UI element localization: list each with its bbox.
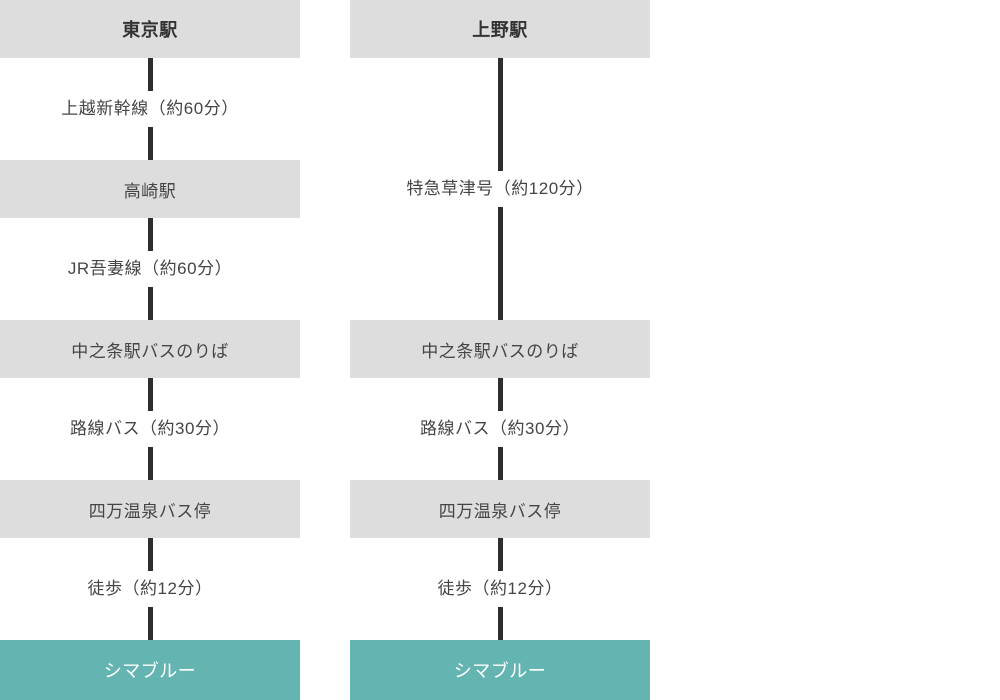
transit-label: 特急草津号（約120分） bbox=[406, 179, 594, 199]
connector-line bbox=[147, 446, 153, 480]
station-box: 四万温泉バス停 bbox=[350, 480, 650, 538]
station-box: 中之条駅バスのりば bbox=[350, 320, 650, 378]
connector-line bbox=[147, 126, 153, 160]
route-connector: 路線バス（約30分） bbox=[0, 378, 300, 480]
connector-line bbox=[147, 538, 153, 572]
connector-line bbox=[147, 286, 153, 320]
station-box: 東京駅 bbox=[0, 0, 300, 58]
transit-label: 徒歩（約12分） bbox=[87, 579, 213, 599]
connector-line bbox=[497, 606, 503, 640]
connector-line bbox=[147, 218, 153, 252]
connector-line bbox=[147, 58, 153, 92]
route-connector: JR吾妻線（約60分） bbox=[0, 218, 300, 320]
route-from-tokyo: 東京駅上越新幹線（約60分） 高崎駅 JR吾妻線（約60分） 中之条駅バスのりば路線バ… bbox=[0, 0, 300, 700]
transit-label: 路線バス（約30分） bbox=[70, 419, 230, 439]
route-connector: 徒歩（約12分） bbox=[350, 538, 650, 640]
route-connector: 特急草津号（約120分） bbox=[350, 58, 650, 320]
station-box: 上野駅 bbox=[350, 0, 650, 58]
connector-line bbox=[497, 538, 503, 572]
station-box: 高崎駅 bbox=[0, 160, 300, 218]
connector-line bbox=[497, 378, 503, 412]
route-connector: 上越新幹線（約60分） bbox=[0, 58, 300, 160]
station-box: 四万温泉バス停 bbox=[0, 480, 300, 538]
route-connector: 徒歩（約12分） bbox=[0, 538, 300, 640]
connector-line bbox=[497, 58, 503, 172]
station-box: 中之条駅バスのりば bbox=[0, 320, 300, 378]
route-from-ueno: 上野駅特急草津号（約120分） 中之条駅バスのりば路線バス（約30分） 四万温泉バス… bbox=[350, 0, 650, 700]
route-connector: 路線バス（約30分） bbox=[350, 378, 650, 480]
connector-line bbox=[147, 606, 153, 640]
connector-line bbox=[147, 378, 153, 412]
transit-label: 路線バス（約30分） bbox=[420, 419, 580, 439]
transit-label: 徒歩（約12分） bbox=[437, 579, 563, 599]
destination-box: シマブルー bbox=[0, 640, 300, 700]
destination-box: シマブルー bbox=[350, 640, 650, 700]
connector-line bbox=[497, 206, 503, 320]
transit-label: JR吾妻線（約60分） bbox=[67, 259, 233, 279]
transit-label: 上越新幹線（約60分） bbox=[61, 99, 239, 119]
connector-line bbox=[497, 446, 503, 480]
